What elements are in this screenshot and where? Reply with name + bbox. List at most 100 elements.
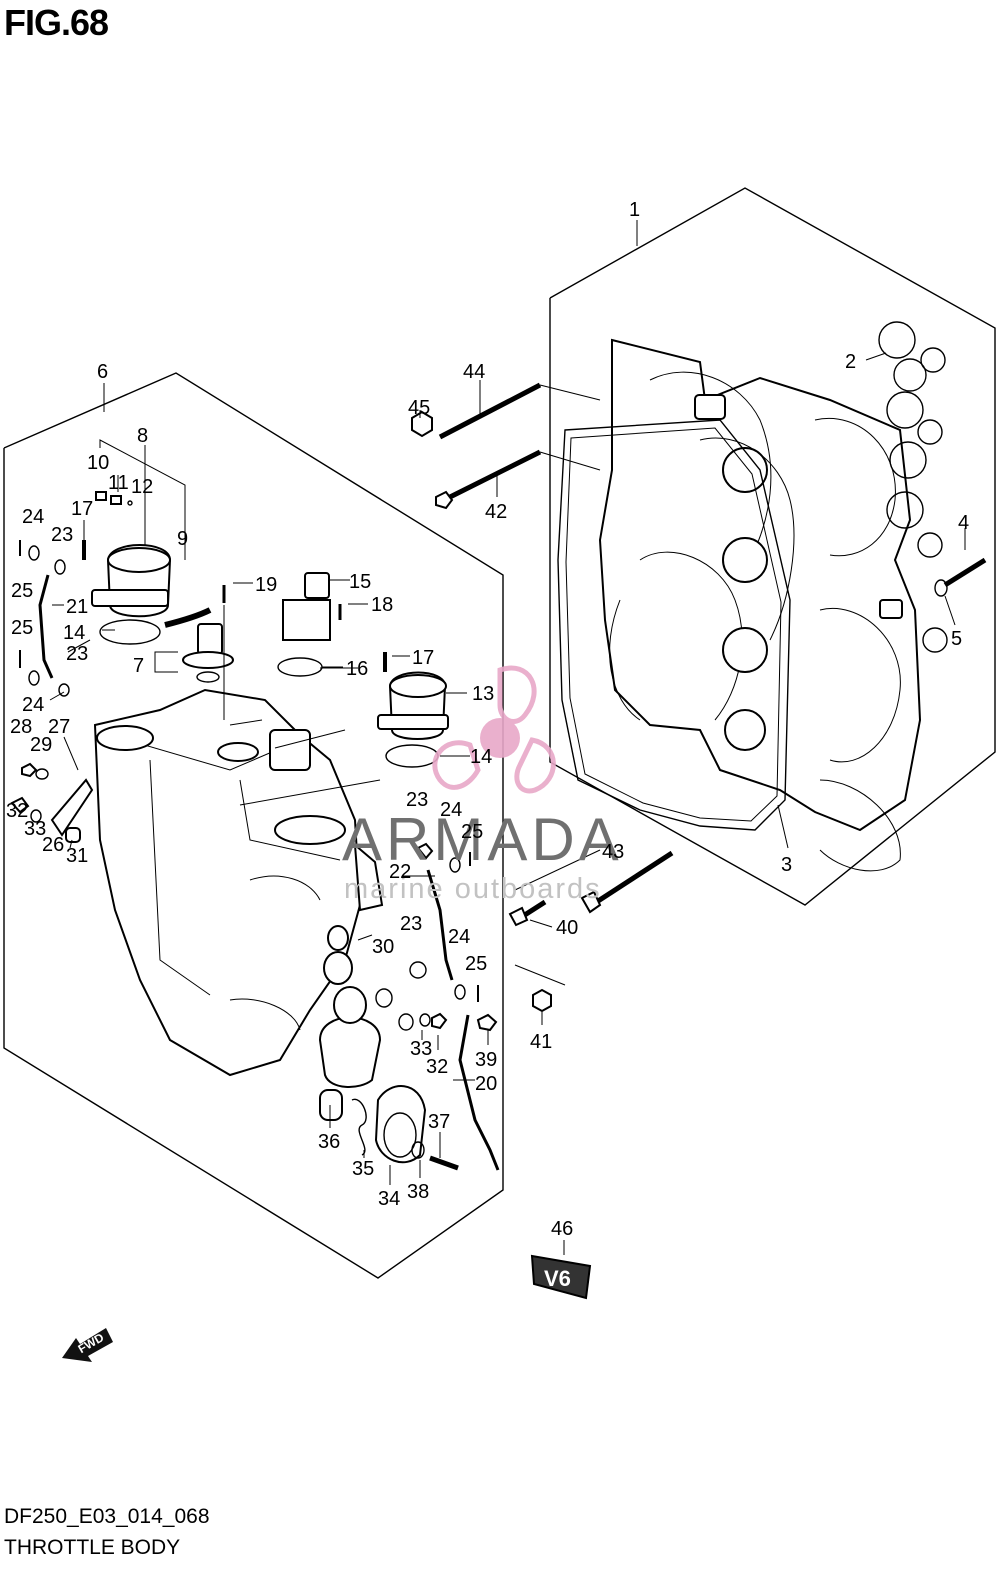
intake-manifold[interactable] <box>598 338 922 872</box>
throttle-valve-13[interactable] <box>377 671 467 740</box>
leader-lines <box>49 629 470 1185</box>
lever-30[interactable] <box>323 842 384 985</box>
o-ring-14a[interactable] <box>99 619 161 645</box>
callout-45: 45 <box>408 397 430 419</box>
callout-18: 18 <box>371 594 393 616</box>
link-rod-21[interactable] <box>38 574 64 679</box>
callout-28: 28 <box>10 716 32 738</box>
callout-33b: 33 <box>410 1038 432 1060</box>
callout-20: 20 <box>475 1073 497 1095</box>
callout-31: 31 <box>66 845 88 867</box>
bolt-40[interactable] <box>508 899 553 928</box>
callout-25d: 25 <box>465 953 487 975</box>
manifold-gasket[interactable] <box>557 419 791 849</box>
callout-22: 22 <box>389 861 411 883</box>
figure-name: THROTTLE BODY <box>4 1536 181 1559</box>
callout-34: 34 <box>378 1188 400 1210</box>
watermark-brand: ARMADA <box>342 806 623 873</box>
callout-6: 6 <box>97 361 108 383</box>
washer-38-bolt-37[interactable] <box>411 1141 459 1171</box>
propeller-logo <box>432 665 556 794</box>
callout-2: 2 <box>845 351 856 373</box>
bolt-39[interactable] <box>476 1013 498 1045</box>
callout-5: 5 <box>951 628 962 650</box>
bolt-42[interactable] <box>435 449 542 510</box>
link-rod-20[interactable] <box>453 1014 500 1171</box>
watermark-tagline: marine outboards <box>344 873 602 905</box>
callout-24b: 24 <box>22 694 44 716</box>
nut-45[interactable] <box>411 410 433 438</box>
washers-center[interactable] <box>375 961 479 1031</box>
small-parts-28-29-32-33[interactable] <box>10 762 81 843</box>
screw-10-11-12[interactable] <box>95 491 133 506</box>
washer-5[interactable] <box>934 579 956 626</box>
stud-bolt-44[interactable] <box>438 380 542 440</box>
figure-code: DF250_E03_014_068 <box>4 1505 210 1528</box>
callout-13: 13 <box>472 683 494 705</box>
callout-37: 37 <box>428 1111 450 1133</box>
callout-27: 27 <box>48 716 70 738</box>
callout-15: 15 <box>349 571 371 593</box>
callout-17a: 17 <box>71 498 93 520</box>
badge-text: V6 <box>544 1266 571 1291</box>
sensor-7[interactable] <box>154 623 234 683</box>
callout-21: 21 <box>66 596 88 618</box>
callout-3: 3 <box>781 854 792 876</box>
figure-title: FIG.68 <box>4 2 109 43</box>
callout-14a: 14 <box>63 622 85 644</box>
callout-10: 10 <box>87 452 109 474</box>
cam-plate-34[interactable] <box>374 1085 427 1164</box>
callout-26: 26 <box>42 834 64 856</box>
callout-4: 4 <box>958 512 969 534</box>
screw-19[interactable] <box>222 582 253 720</box>
callout-32a: 32 <box>6 800 28 822</box>
callout-12: 12 <box>131 476 153 498</box>
leader-bracket-top <box>99 439 186 560</box>
callout-25b: 25 <box>11 617 33 639</box>
throttle-body[interactable] <box>93 688 362 1077</box>
callout-23d: 23 <box>400 913 422 935</box>
link-rod-22[interactable] <box>403 842 471 981</box>
callout-36: 36 <box>318 1131 340 1153</box>
nut-41[interactable] <box>532 988 552 1025</box>
o-ring-16[interactable] <box>277 657 343 677</box>
callout-16: 16 <box>346 658 368 680</box>
callout-29: 29 <box>30 734 52 756</box>
throttle-body-assembly-outline <box>3 372 504 1279</box>
v6-badge[interactable]: V6 <box>530 1240 592 1300</box>
lever-26-27[interactable] <box>50 736 94 837</box>
idle-air-valve-15[interactable] <box>282 572 350 641</box>
callout-17b: 17 <box>412 647 434 669</box>
callout-43: 43 <box>602 841 624 863</box>
callout-38: 38 <box>407 1181 429 1203</box>
throttle-valve-8[interactable] <box>91 544 172 618</box>
fwd-arrow: FWD <box>62 1328 113 1362</box>
callout-42: 42 <box>485 501 507 523</box>
bolt-4[interactable] <box>943 528 987 588</box>
screw-18[interactable] <box>338 603 368 620</box>
bolt-17b[interactable] <box>383 652 410 672</box>
bolt-43[interactable] <box>580 850 674 914</box>
callout-24d: 24 <box>448 926 470 948</box>
callout-39: 39 <box>475 1049 497 1071</box>
callout-23c: 23 <box>406 789 428 811</box>
throttle-shaft-assembly[interactable] <box>318 986 382 1156</box>
callout-32b: 32 <box>426 1056 448 1078</box>
callout-1: 1 <box>629 199 640 221</box>
callout-30: 30 <box>372 936 394 958</box>
throttle-gasket-rings[interactable] <box>865 321 948 653</box>
armada-watermark: ARMADA marine outboards <box>342 665 623 905</box>
callout-7: 7 <box>133 655 144 677</box>
callout-9: 9 <box>177 528 188 550</box>
callout-46: 46 <box>551 1218 573 1240</box>
callout-25a: 25 <box>11 580 33 602</box>
callout-8: 8 <box>137 425 148 447</box>
o-ring-14b[interactable] <box>385 744 439 768</box>
washers-23-24-25-left[interactable] <box>19 540 70 697</box>
hose-9[interactable] <box>164 607 212 628</box>
callout-11: 11 <box>108 472 129 494</box>
manifold-assembly-outline <box>549 187 996 906</box>
callout-41: 41 <box>530 1031 552 1053</box>
callout-40: 40 <box>556 917 578 939</box>
